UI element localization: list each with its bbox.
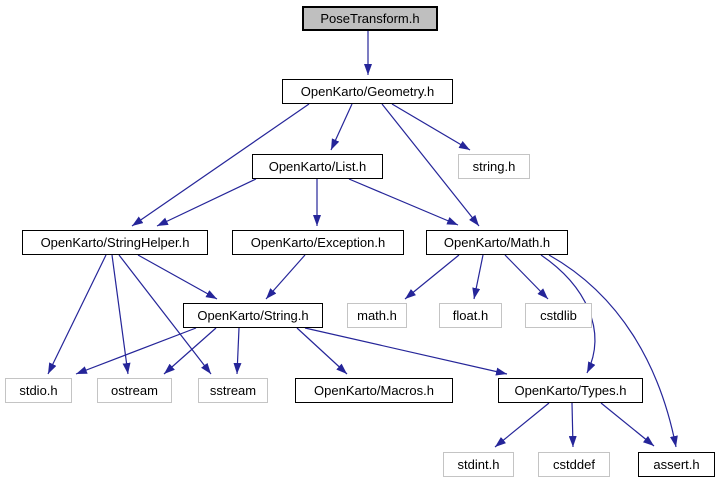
node-label: assert.h: [653, 457, 700, 472]
node-label: OpenKarto/Exception.h: [250, 235, 386, 250]
node-label: cstddef: [553, 457, 595, 472]
node-cstdlib: cstdlib: [525, 303, 592, 328]
edge-math-to-assert: [548, 254, 678, 448]
edge-types-to-assert: [600, 402, 655, 447]
node-label: OpenKarto/List.h: [268, 159, 367, 174]
node-sstream: sstream: [198, 378, 268, 403]
edge-string-to-sstream: [233, 327, 242, 375]
edge-geometry-to-list: [330, 103, 353, 151]
edge-math-to-cstdlib: [504, 254, 549, 300]
node-macros[interactable]: OpenKarto/Macros.h: [295, 378, 453, 403]
edge-string-to-macros: [296, 327, 348, 375]
node-stdint: stdint.h: [443, 452, 514, 477]
edge-stringhelper-to-stdio: [47, 254, 107, 375]
node-label: PoseTransform.h: [320, 11, 420, 26]
edge-types-to-stdint: [494, 402, 550, 448]
node-label: OpenKarto/StringHelper.h: [40, 235, 190, 250]
edge-math-to-math-sys: [404, 254, 460, 300]
node-string[interactable]: OpenKarto/String.h: [183, 303, 323, 328]
edge-stringhelper-to-ostream: [111, 254, 131, 375]
node-label: OpenKarto/Geometry.h: [300, 84, 435, 99]
node-label: OpenKarto/Types.h: [514, 383, 627, 398]
node-string-sys: string.h: [458, 154, 530, 179]
node-label: ostream: [111, 383, 158, 398]
node-cstddef: cstddef: [538, 452, 610, 477]
edge-list-to-stringhelper: [156, 178, 257, 227]
edge-geometry-to-string-sys: [391, 103, 471, 151]
node-math[interactable]: OpenKarto/Math.h: [426, 230, 568, 255]
edge-math-to-float-sys: [472, 254, 484, 300]
node-label: sstream: [209, 383, 257, 398]
node-float-sys: float.h: [439, 303, 502, 328]
node-label: string.h: [472, 159, 516, 174]
edge-list-to-math: [348, 178, 459, 226]
node-ostream: ostream: [97, 378, 172, 403]
node-label: stdio.h: [19, 383, 58, 398]
node-types[interactable]: OpenKarto/Types.h: [498, 378, 643, 403]
node-posetransform: PoseTransform.h: [302, 6, 438, 31]
node-exception[interactable]: OpenKarto/Exception.h: [232, 230, 404, 255]
edge-geometry-to-math: [381, 103, 480, 227]
edge-string-to-types: [304, 327, 508, 376]
node-stringhelper[interactable]: OpenKarto/StringHelper.h: [22, 230, 208, 255]
edge-string-to-stdio: [75, 327, 197, 375]
edge-stringhelper-to-string: [137, 254, 218, 300]
edge-stringhelper-to-sstream: [118, 254, 212, 375]
node-stdio: stdio.h: [5, 378, 72, 403]
node-geometry[interactable]: OpenKarto/Geometry.h: [282, 79, 453, 104]
node-list[interactable]: OpenKarto/List.h: [252, 154, 383, 179]
node-label: stdint.h: [457, 457, 500, 472]
node-math-sys: math.h: [347, 303, 407, 328]
node-label: OpenKarto/String.h: [197, 308, 309, 323]
node-label: OpenKarto/Math.h: [443, 235, 551, 250]
edge-geometry-to-stringhelper: [131, 103, 310, 227]
node-label: float.h: [452, 308, 489, 323]
node-assert[interactable]: assert.h: [638, 452, 715, 477]
node-label: math.h: [357, 308, 397, 323]
edge-string-to-ostream: [163, 327, 217, 375]
node-label: OpenKarto/Macros.h: [314, 383, 434, 398]
edge-types-to-cstddef: [568, 402, 577, 448]
node-label: cstdlib: [540, 308, 577, 323]
edge-exception-to-string: [265, 254, 306, 300]
